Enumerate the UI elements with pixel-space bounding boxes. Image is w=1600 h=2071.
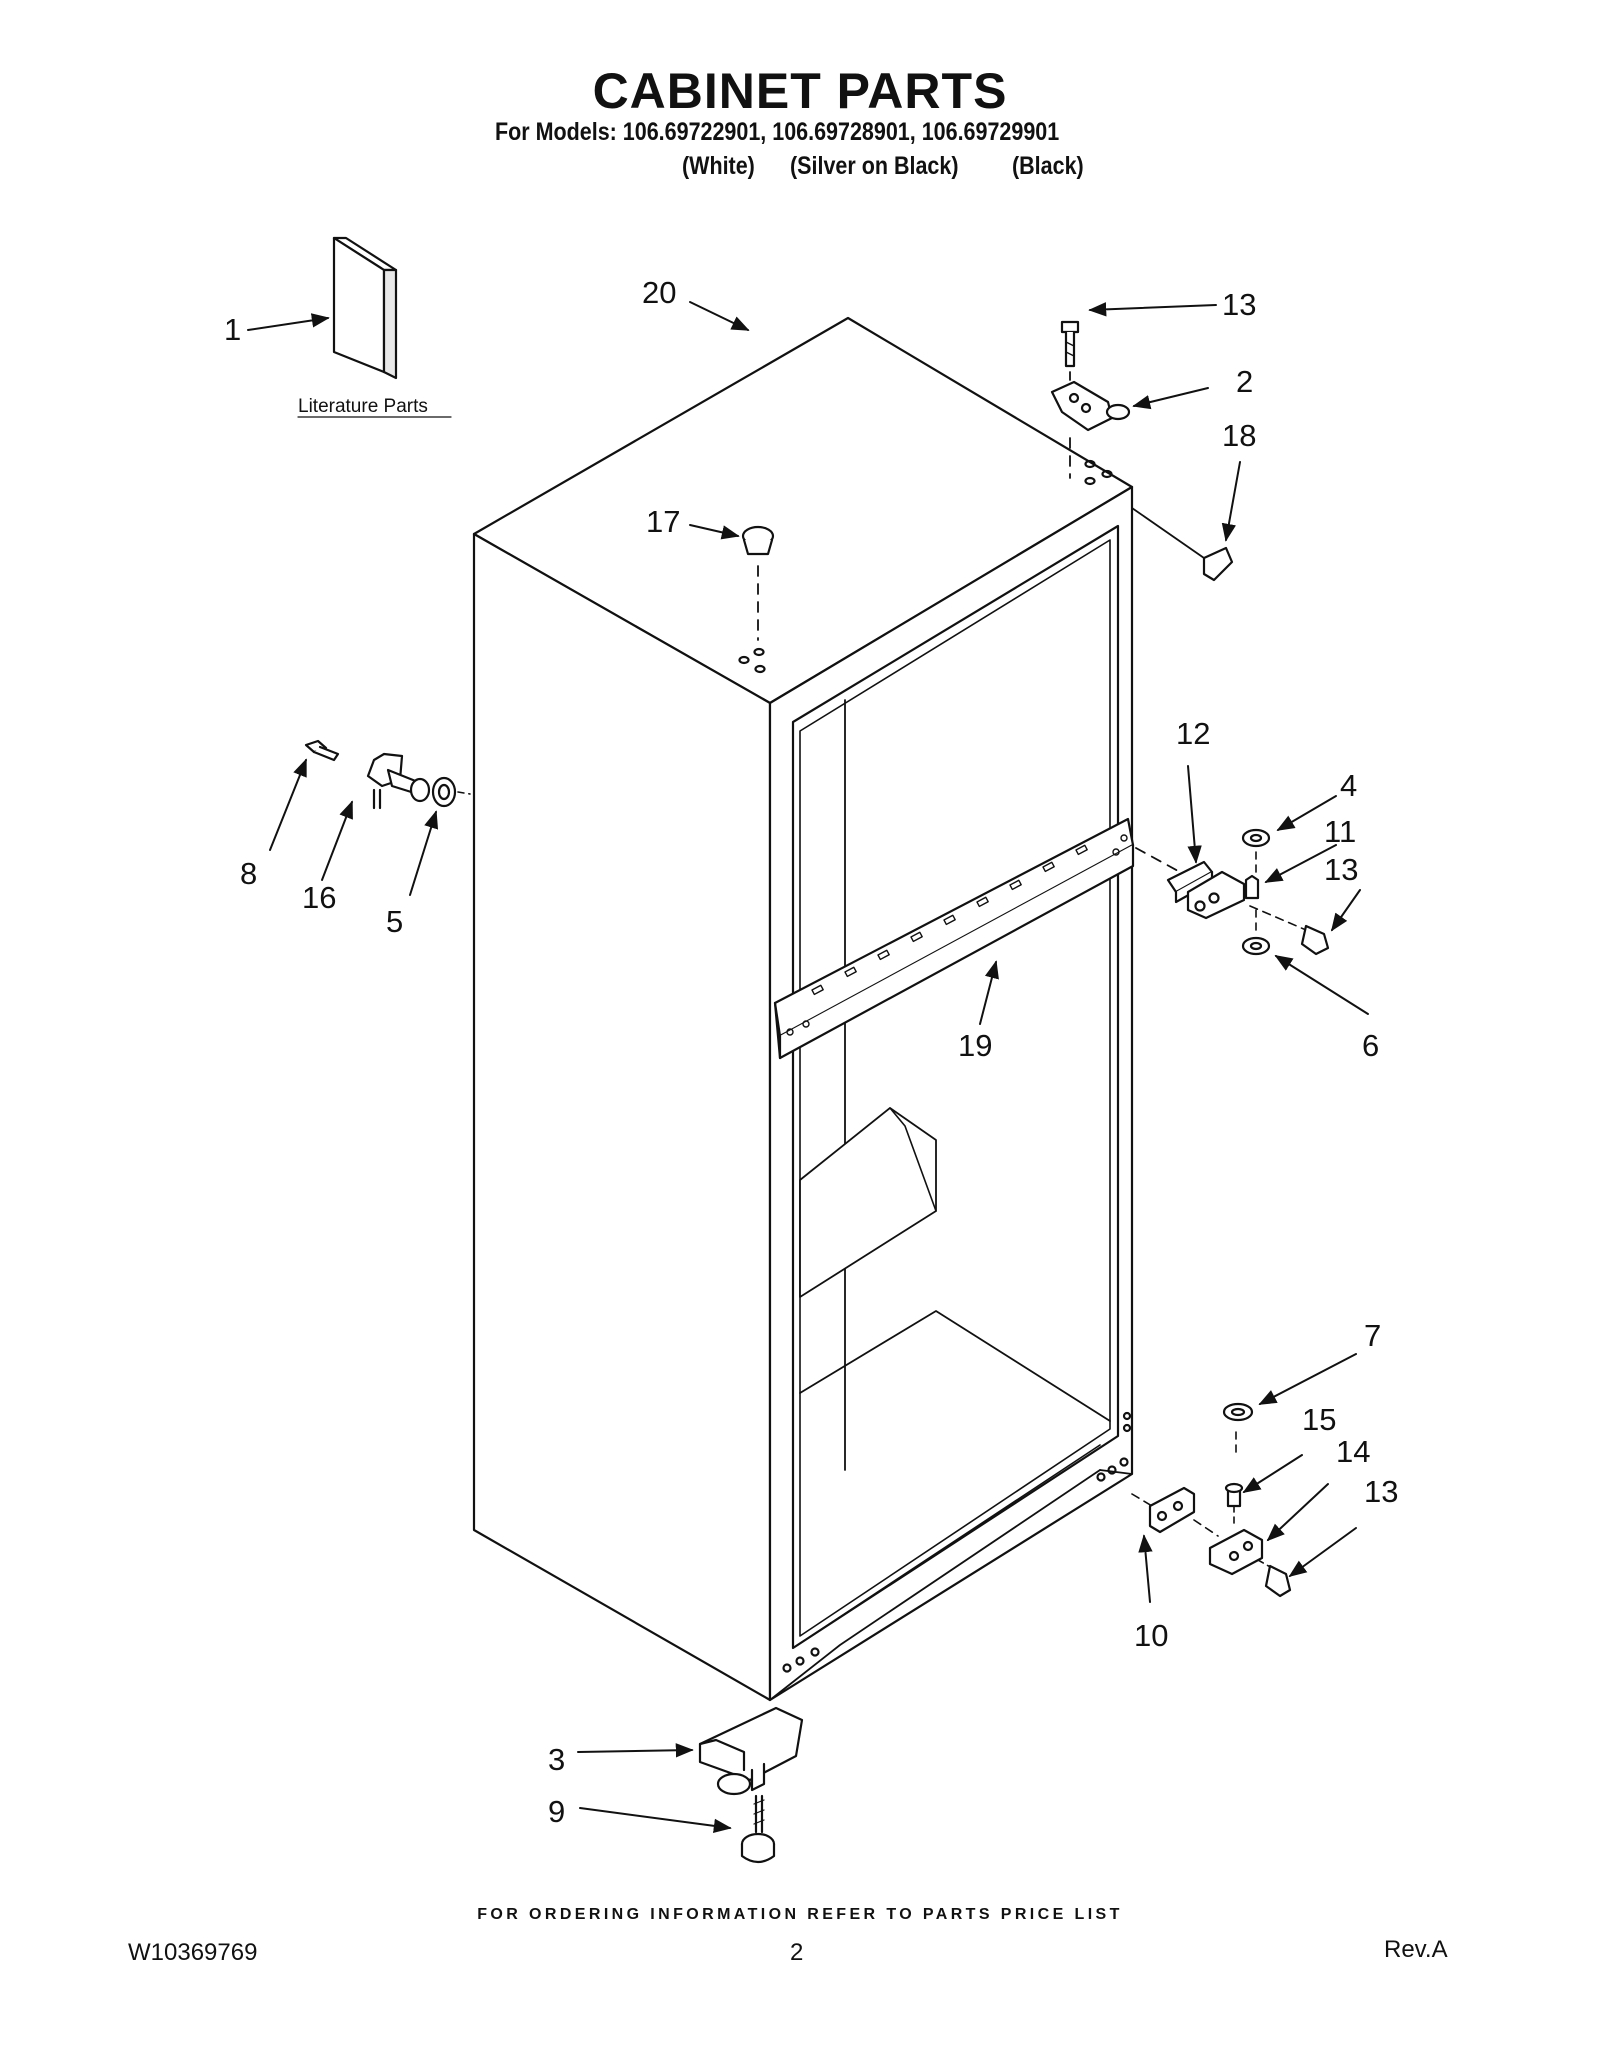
middle-hinge-assembly [1135, 828, 1330, 956]
leader-arrows [247, 301, 1369, 1833]
hinge-cover-part-18 [1131, 507, 1234, 582]
left-hinge-pin-assembly [304, 739, 471, 810]
callout-17: 17 [646, 504, 680, 539]
callout-16: 16 [302, 880, 336, 915]
roller-assembly [698, 1706, 804, 1864]
callout-5: 5 [386, 904, 403, 939]
callout-3: 3 [548, 1742, 565, 1777]
ordering-note: FOR ORDERING INFORMATION REFER TO PARTS … [477, 1906, 1123, 1923]
callout-2: 2 [1236, 364, 1253, 399]
color-silver-label: (Silver on Black) [790, 152, 959, 180]
callout-15: 15 [1302, 1402, 1336, 1437]
callout-19: 19 [958, 1028, 992, 1063]
plug-part-17 [741, 525, 775, 641]
cabinet-body [472, 316, 1134, 1702]
callout-6: 6 [1362, 1028, 1379, 1063]
color-black-label: (Black) [1012, 152, 1084, 180]
callout-18: 18 [1222, 418, 1256, 453]
bottom-hinge-assembly [1131, 1402, 1292, 1598]
color-white-label: (White) [682, 152, 755, 180]
callout-4: 4 [1340, 768, 1357, 803]
callout-8: 8 [240, 856, 257, 891]
callout-11: 11 [1324, 814, 1356, 849]
callout-14: 14 [1336, 1434, 1370, 1469]
callout-7: 7 [1364, 1318, 1381, 1353]
callout-20: 20 [642, 275, 676, 310]
top-hinge-part-2 [1050, 320, 1131, 479]
document-number: W10369769 [128, 1939, 258, 1966]
literature-parts-label: Literature Parts [298, 396, 428, 417]
callout-13-mid: 13 [1324, 852, 1358, 887]
divider-rail [773, 817, 1135, 1060]
callout-numbers: 1 20 13 2 18 17 12 4 11 13 6 19 8 16 5 7… [224, 275, 1398, 1829]
callout-1: 1 [224, 312, 241, 347]
callout-13-bottom: 13 [1364, 1474, 1398, 1509]
callout-9: 9 [548, 1794, 565, 1829]
page-title: CABINET PARTS [592, 63, 1008, 119]
callout-10: 10 [1134, 1618, 1168, 1653]
revision-label: Rev.A [1384, 1936, 1448, 1963]
callout-12: 12 [1176, 716, 1210, 751]
literature-booklet [332, 236, 398, 380]
page-number: 2 [790, 1939, 804, 1966]
callout-13-top: 13 [1222, 287, 1256, 322]
models-line: For Models: 106.69722901, 106.69728901, … [495, 118, 1060, 146]
